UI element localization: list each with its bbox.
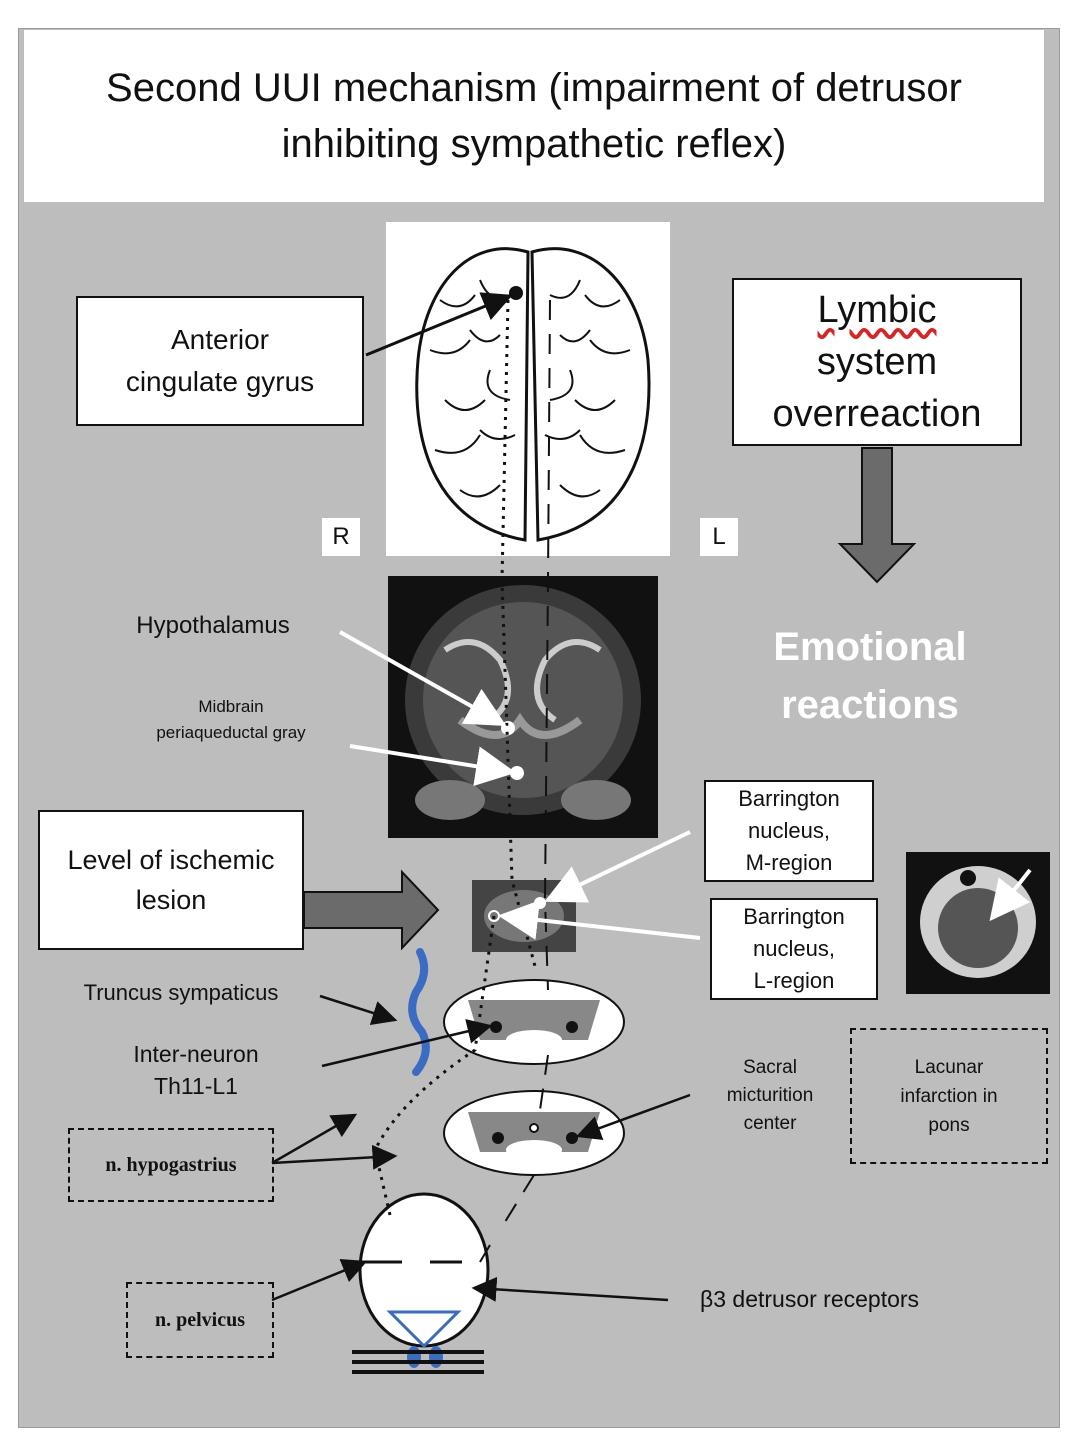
truncus-sympaticus-label: Truncus sympaticus (83, 980, 279, 1005)
lymbic-system-box: Lymbic system overreaction (732, 278, 1022, 446)
ischemic-line-1: Level of ischemic (67, 845, 275, 875)
lacunar-line-3: pons (928, 1114, 970, 1136)
right-arrow-icon (303, 869, 440, 951)
truncus-sympaticus-nerve (408, 948, 430, 1076)
bladder-icon (352, 1192, 490, 1374)
hypogastricus-box: n. hypogastrius (68, 1128, 274, 1202)
barrington-m-box: Barrington nucleus, M-region (704, 780, 874, 882)
hypogastricus-label: n. hypogastrius (105, 1153, 237, 1176)
ischemic-level-box: Level of ischemic lesion (38, 810, 304, 950)
lymbic-line-3: overreaction (772, 393, 982, 435)
barrington-l-box: Barrington nucleus, L-region (710, 898, 878, 1000)
sacral-center-label: Sacral micturition center (700, 1054, 840, 1138)
anterior-cingulate-line-1: Anterior (170, 324, 270, 355)
lacunar-line-2: infarction in (900, 1085, 998, 1107)
sacral-line-3: center (743, 1113, 797, 1134)
pelvicus-box: n. pelvicus (126, 1282, 274, 1358)
pons-section-icon (472, 880, 576, 952)
hypothalamus-label: Hypothalamus (136, 612, 290, 639)
sacral-line-2: micturition (726, 1085, 814, 1106)
barrington-l-line-2: nucleus, (753, 936, 835, 961)
barrington-m-line-2: nucleus, (748, 818, 830, 843)
side-right-label: R (322, 518, 360, 556)
barrington-l-line-3: L-region (753, 968, 835, 993)
lymbic-line-2: system (816, 341, 938, 383)
midbrain-line-2: periaqueductal gray (156, 723, 306, 742)
midbrain-label: Midbrain periaqueductal gray (126, 694, 336, 746)
emotional-reactions-label: Emotional reactions (740, 618, 1000, 734)
lymbic-line-1: Lymbic (817, 289, 937, 331)
barrington-m-line-3: M-region (745, 850, 833, 875)
beta3-receptors-label: β3 detrusor receptors (700, 1286, 920, 1312)
dotted-pathway (373, 299, 538, 1216)
anterior-cingulate-box: Anterior cingulate gyrus (76, 296, 364, 426)
midbrain-line-1: Midbrain (198, 697, 264, 716)
title-box: Second UUI mechanism (impairment of detr… (24, 30, 1044, 202)
interneuron-line-2: Th11-L1 (154, 1073, 238, 1099)
coronal-mri-icon (388, 576, 658, 838)
barrington-l-line-1: Barrington (743, 904, 845, 929)
ischemic-line-2: lesion (135, 885, 207, 915)
spinal-cord-section-icon (443, 979, 625, 1176)
brain-top-view-icon (386, 222, 670, 556)
barrington-m-line-1: Barrington (738, 786, 840, 811)
side-left-label: L (700, 518, 738, 556)
title-line-2: inhibiting sympathetic reflex) (281, 122, 787, 166)
lacunar-infarction-box: Lacunar infarction in pons (850, 1028, 1048, 1164)
sacral-line-1: Sacral (743, 1057, 797, 1078)
pons-lesion-mri-icon (906, 852, 1050, 994)
emotional-line-1: Emotional (773, 625, 967, 669)
interneuron-line-1: Inter-neuron (133, 1041, 259, 1067)
lacunar-line-1: Lacunar (914, 1056, 984, 1078)
emotional-line-2: reactions (781, 683, 959, 727)
pelvicus-label: n. pelvicus (154, 1308, 246, 1331)
anterior-cingulate-line-2: cingulate gyrus (125, 366, 315, 397)
title-line-1: Second UUI mechanism (impairment of detr… (106, 66, 962, 110)
down-arrow-icon (837, 447, 917, 584)
interneuron-label: Inter-neuron Th11-L1 (96, 1038, 296, 1102)
